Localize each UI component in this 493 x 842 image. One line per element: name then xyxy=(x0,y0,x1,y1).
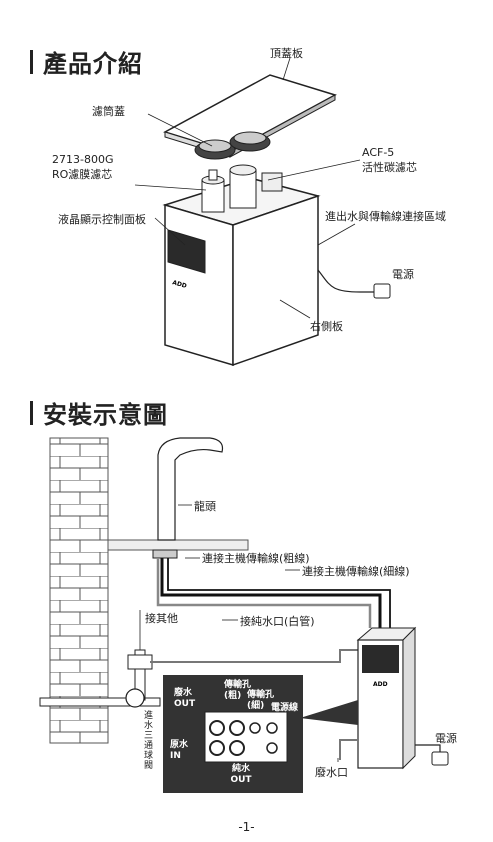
page-number: -1- xyxy=(238,820,255,834)
section-heading-install: 安裝示意圖 xyxy=(30,395,168,430)
white-tube xyxy=(156,558,372,628)
label-connect-area: 進出水與傳輸線連接區域 xyxy=(325,210,446,223)
label-power-2: 電源 xyxy=(435,732,457,745)
heading-bar xyxy=(30,49,33,74)
port-cable-thin xyxy=(249,722,261,734)
label-other: 接其他 xyxy=(145,612,178,625)
connector-block xyxy=(261,172,283,192)
ro-name: RO濾膜濾芯 xyxy=(52,168,113,181)
label-cable-thin: 連接主機傳輸線(細線) xyxy=(302,565,410,578)
machine-power-plug xyxy=(431,751,449,766)
faucet xyxy=(157,437,224,541)
inlet-tube xyxy=(150,649,360,663)
faucet-base xyxy=(152,549,178,559)
label-cable-thick: 連接主機傳輸線(粗線) xyxy=(202,552,310,565)
label-filter-cap: 濾筒蓋 xyxy=(92,105,125,118)
acf-filter-top xyxy=(229,164,257,176)
ro-model: 2713-800G xyxy=(52,153,114,166)
panel-label-pure-out: 純水 OUT xyxy=(230,764,252,785)
lcd-panel xyxy=(167,229,206,274)
heading-bar xyxy=(30,400,33,425)
ro-filter-stem xyxy=(208,169,218,181)
countertop xyxy=(107,539,249,551)
acf-model: ACF-5 xyxy=(362,146,395,159)
machine-power-cord xyxy=(415,744,441,752)
filter-cap-right-top xyxy=(233,131,267,145)
leader-top-cover xyxy=(282,57,291,81)
acf-filter xyxy=(229,169,257,209)
power-plug xyxy=(373,283,391,299)
machine-lcd xyxy=(362,645,399,673)
label-power-1: 電源 xyxy=(392,268,414,281)
panel-label-raw-in: 原水 IN xyxy=(170,740,189,761)
leader-acf xyxy=(267,159,361,181)
label-acf-filter: ACF-5 活性碳濾芯 xyxy=(362,145,417,175)
leader-right-panel xyxy=(279,299,311,319)
label-top-cover: 頂蓋板 xyxy=(270,47,303,60)
label-ro-filter: 2713-800G RO濾膜濾芯 xyxy=(52,152,113,182)
power-cord xyxy=(317,269,375,293)
water-pipe xyxy=(39,697,161,707)
heading-text: 產品介紹 xyxy=(43,50,143,78)
ball-valve xyxy=(125,688,145,708)
port-waste-out xyxy=(209,720,225,736)
brand-logo: ADD xyxy=(171,279,187,290)
panel-label-power-line: 電源線 xyxy=(271,703,299,713)
port-cable-thick xyxy=(229,720,245,736)
thin-cable xyxy=(167,558,391,628)
heading-text: 安裝示意圖 xyxy=(43,401,168,429)
label-waste-port: 廢水口 xyxy=(315,766,348,779)
tee-fitting xyxy=(127,654,153,670)
leader-ro xyxy=(134,184,207,191)
machine-brand: ADD xyxy=(373,681,388,688)
label-three-way: 進水三通球閥 xyxy=(142,710,152,770)
body-right-panel xyxy=(232,194,319,367)
leader-connect xyxy=(317,223,356,246)
leader-filter-cap xyxy=(147,113,213,147)
label-right-panel: 右側板 xyxy=(310,320,343,333)
acf-name: 活性碳濾芯 xyxy=(362,161,417,174)
panel-label-waste-out: 廢水 OUT xyxy=(174,688,196,709)
leader-lcd xyxy=(154,217,186,246)
label-pure-port: 接純水口(白管) xyxy=(240,615,315,628)
section-heading-product: 產品介紹 xyxy=(30,44,143,79)
waste-tube xyxy=(339,739,358,760)
port-power-line xyxy=(266,722,278,734)
machine-side xyxy=(402,626,416,770)
port-pure-out xyxy=(229,740,245,756)
filter-cap-left-top xyxy=(198,139,232,153)
port-raw-in xyxy=(209,740,225,756)
thick-cable xyxy=(160,558,382,628)
panel-label-cable-thin: 傳輸孔 (細) xyxy=(247,690,275,711)
panel-label-cable-thick: 傳輸孔 (粗) xyxy=(224,680,252,701)
brick-wall xyxy=(49,437,109,744)
label-faucet: 龍頭 xyxy=(194,500,216,513)
label-lcd: 液晶顯示控制面板 xyxy=(58,213,146,226)
port-extra xyxy=(266,742,278,754)
panel-pointer xyxy=(300,700,358,725)
